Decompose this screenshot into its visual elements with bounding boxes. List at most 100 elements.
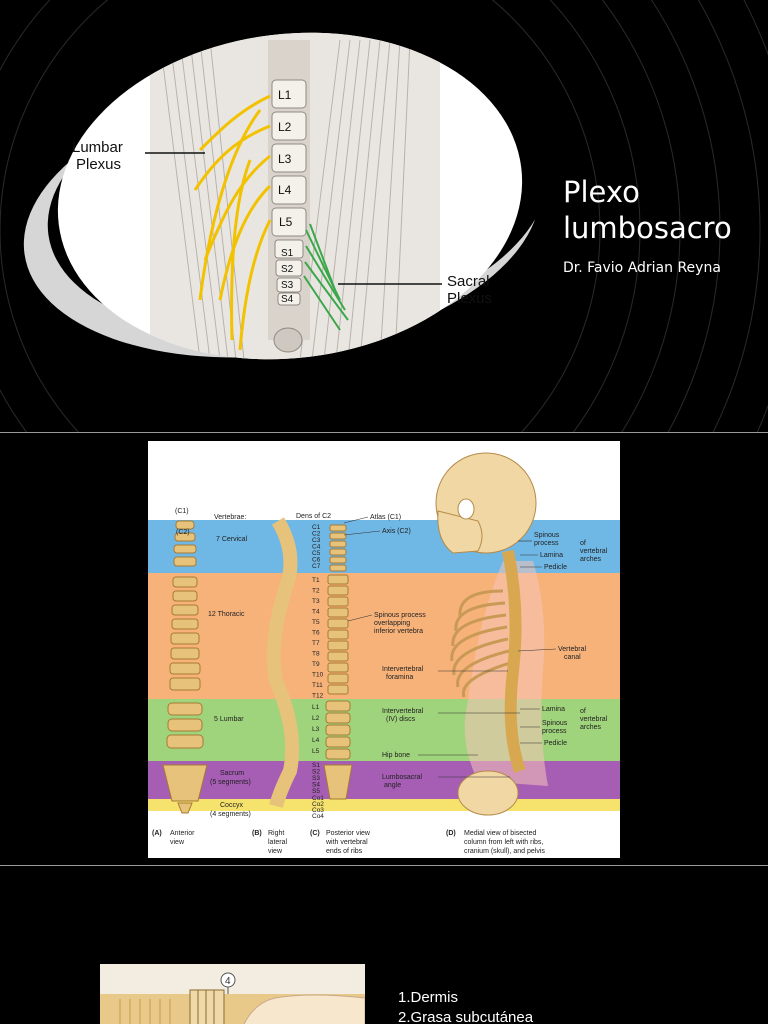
posterior-level-label: T7 (312, 640, 320, 647)
sacral-label-line1: Sacral (447, 273, 490, 290)
sacral-label-line2: Plexus (447, 290, 492, 307)
label-vertebral-canal-line1: Vertebral (558, 646, 586, 653)
caption-b-line1: Right (268, 830, 284, 837)
label-vertebral-canal-line2: canal (564, 654, 581, 661)
posterior-level-label: Co3 (312, 807, 324, 814)
anterior-spine (162, 520, 208, 814)
caption-c-line3: ends of ribs (326, 848, 363, 855)
skin-section-figure: 4 (100, 964, 365, 1024)
posterior-level-label: S2 (312, 769, 320, 776)
posterior-level-label: S1 (312, 762, 320, 769)
lumbosacral-illustration (150, 30, 440, 370)
caption-d-line2: column from left with ribs, (464, 839, 543, 846)
label-spinous-line1: Spinous process (374, 612, 426, 619)
lateral-spine (266, 517, 300, 808)
label-axis: Axis (C2) (382, 528, 411, 535)
label-pedicle-top: Pedicle (544, 564, 567, 571)
caption-b-line3: view (268, 848, 283, 855)
label-iv-foramina-line1: Intervertebral (382, 666, 424, 673)
posterior-level-label: L5 (312, 748, 320, 755)
label-hip-bone: Hip bone (382, 752, 410, 759)
coccyx-band (148, 799, 620, 811)
ribs (450, 589, 511, 698)
slide-title-line2: lumbosacro (563, 211, 732, 245)
caption-a-line2: view (170, 839, 185, 846)
label-coccyx-line2: (4 segments) (210, 811, 251, 818)
skin-section-drawing: 4 (100, 972, 365, 1024)
leader-lines (343, 516, 557, 778)
vertebra-label: L3 (278, 152, 292, 166)
posterior-level-label: T6 (312, 630, 320, 637)
posterior-level-label: T11 (312, 682, 323, 689)
list-item: 2.Grasa subcutánea (398, 1009, 534, 1024)
vertebra-label: S2 (281, 264, 294, 275)
posterior-level-label: T5 (312, 619, 320, 626)
posterior-level-label: L3 (312, 726, 320, 733)
list-item: 1.Dermis (398, 989, 459, 1006)
slide-title: Plexo lumbosacro (563, 174, 763, 246)
slide-1: Lumbar Plexus Sacral Plexus L1 L2 L3 L4 … (0, 0, 768, 432)
label-cervical: 7 Cervical (216, 536, 248, 543)
posterior-level-label: T2 (312, 588, 320, 595)
label-spinous-line2: overlapping (374, 620, 410, 627)
posterior-level-label: T10 (312, 672, 324, 679)
posterior-level-label: S4 (312, 782, 320, 789)
figure-captions: (A) Anterior view (B) Right lateral view… (152, 830, 545, 855)
figure-number: 4 (225, 976, 231, 987)
caption-b-letter: (B) (252, 830, 262, 837)
caption-d-line3: cranium (skull), and pelvis (464, 848, 545, 855)
slide-1-background: Lumbar Plexus Sacral Plexus L1 L2 L3 L4 … (0, 0, 768, 432)
posterior-level-label: S3 (312, 775, 320, 782)
slide-separator (0, 432, 768, 433)
label-c2: (C2) (176, 529, 190, 536)
label-vertebrae: Vertebrae: (214, 514, 246, 521)
posterior-level-label: Co2 (312, 801, 324, 808)
posterior-level-label: C6 (312, 557, 321, 564)
vertebra-label: L4 (278, 183, 292, 197)
vertebral-column-diagram: (C1) (C2) Vertebrae: 7 Cervical 12 Thora… (148, 452, 620, 855)
label-lamina-top: Lamina (540, 552, 563, 559)
label-sacrum-line1: Sacrum (220, 770, 244, 777)
caption-c-letter: (C) (310, 830, 320, 837)
label-lumbosacral-line1: Lumbosacral (382, 774, 423, 781)
label-thoracic: 12 Thoracic (208, 611, 245, 618)
label-spinous-process-bottom-line1: Spinous (542, 720, 568, 727)
posterior-level-label: S5 (312, 788, 320, 795)
lumbar-label-line2: Plexus (76, 156, 121, 173)
label-arches-top-line2: vertebral (580, 548, 608, 555)
caption-a-letter: (A) (152, 830, 162, 837)
thoracic-band (148, 573, 620, 699)
posterior-level-label: L1 (312, 704, 320, 711)
vertebra-labels: L1 L2 L3 L4 L5 S1 S2 S3 S4 (278, 88, 294, 305)
vertebra-label: S3 (281, 280, 294, 291)
label-arches-bottom-line1: of (580, 708, 586, 715)
caption-b-line2: lateral (268, 839, 288, 846)
vertebra-label: S1 (281, 248, 294, 259)
label-arches-bottom-line3: arches (580, 724, 602, 731)
label-spinous-process-bottom-line2: process (542, 728, 567, 735)
posterior-level-label: T3 (312, 598, 320, 605)
label-lumbar: 5 Lumbar (214, 716, 244, 723)
posterior-level-label: C1 (312, 524, 321, 531)
posterior-level-label: T1 (312, 577, 320, 584)
posterior-level-label: L4 (312, 737, 320, 744)
posterior-level-label: L2 (312, 715, 320, 722)
slide-separator (0, 865, 768, 866)
label-arches-bottom-line2: vertebral (580, 716, 608, 723)
caption-d-letter: (D) (446, 830, 456, 837)
slide-title-line1: Plexo (563, 175, 640, 209)
slide-3: 4 1.Dermis 2.Grasa subcutánea (0, 866, 768, 1024)
label-dens: Dens of C2 (296, 513, 331, 520)
vertebra-label: S4 (281, 294, 294, 305)
posterior-level-label: C7 (312, 563, 321, 570)
label-iv-discs-line2: (IV) discs (386, 716, 416, 723)
label-lamina-bottom: Lamina (542, 706, 565, 713)
caption-c-line1: Posterior view (326, 830, 371, 837)
posterior-level-label: C3 (312, 537, 321, 544)
vertebra-label: L2 (278, 120, 292, 134)
posterior-spine (323, 524, 353, 800)
label-coccyx-line1: Coccyx (220, 802, 243, 809)
posterior-level-label: T4 (312, 609, 320, 616)
slide-2: (C1) (C2) Vertebrae: 7 Cervical 12 Thora… (0, 433, 768, 865)
label-iv-discs-line1: Intervertebral (382, 708, 424, 715)
